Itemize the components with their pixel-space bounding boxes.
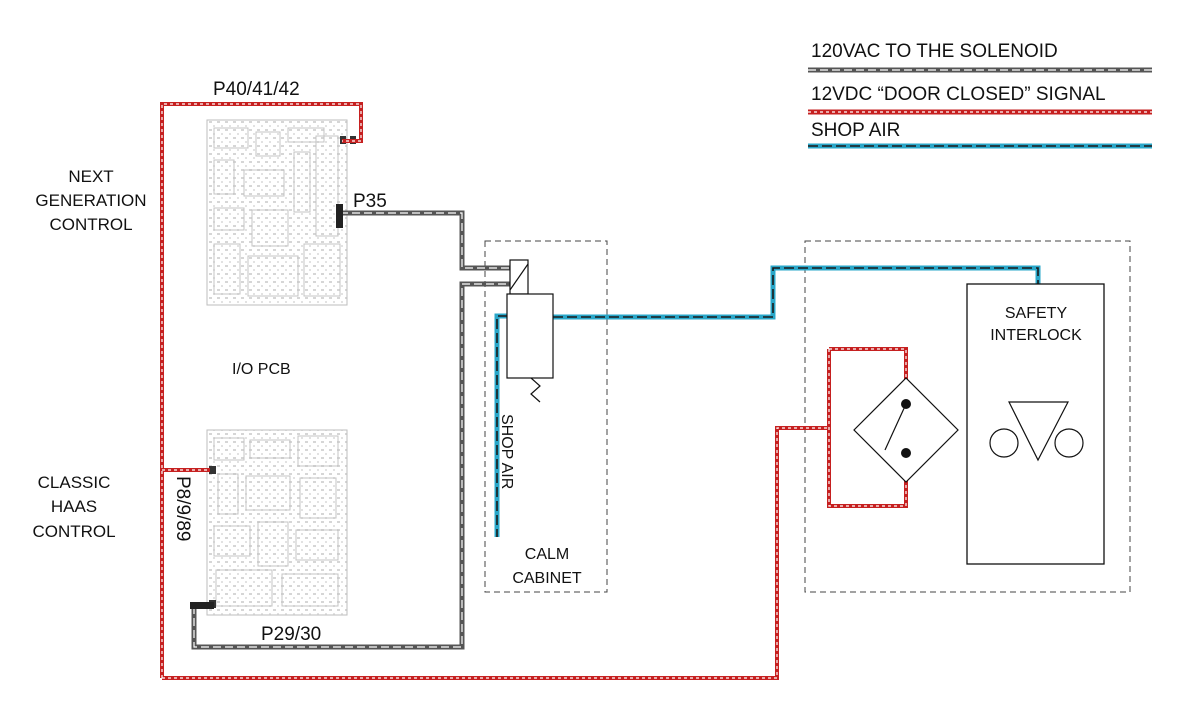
p29-connector-label: P29/30 xyxy=(261,624,321,645)
next-gen-line2: GENERATION xyxy=(35,191,146,210)
next-gen-line3: CONTROL xyxy=(49,215,132,234)
io-pcb-label: I/O PCB xyxy=(232,361,291,378)
p35-connector-label: P35 xyxy=(353,191,387,212)
classic-line2: HAAS xyxy=(51,497,97,516)
classic-line1: CLASSIC xyxy=(38,473,111,492)
solenoid-valve xyxy=(506,259,554,403)
classic-line3: CONTROL xyxy=(32,522,115,541)
interlock-enclosure xyxy=(804,240,1131,593)
calm-cabinet-line1: CALM xyxy=(525,546,569,563)
next-gen-line1: NEXT xyxy=(68,167,113,186)
calm-cabinet-enclosure xyxy=(484,240,608,593)
ac-solenoid-wire xyxy=(190,204,510,650)
legend-dc-label: 12VDC “DOOR CLOSED” SIGNAL xyxy=(811,84,1106,105)
safety-interlock-line2: INTERLOCK xyxy=(990,327,1082,344)
shop-air-vertical-label: SHOP AIR xyxy=(498,414,515,489)
legend-ac-label: 120VAC TO THE SOLENOID xyxy=(811,41,1058,62)
classic-pcb-board xyxy=(206,429,348,616)
safety-interlock-line1: SAFETY xyxy=(1005,305,1068,322)
safety-interlock-box xyxy=(966,283,1105,565)
calm-cabinet-line2: CABINET xyxy=(512,570,582,587)
interlock-symbol xyxy=(989,401,1084,462)
p8-connector-label: P8/9/89 xyxy=(172,476,193,542)
p40-connector-label: P40/41/42 xyxy=(213,79,300,100)
dc-signal-wire xyxy=(160,102,908,680)
shop-air-line xyxy=(494,265,1041,537)
door-switch xyxy=(853,377,959,483)
legend-air-label: SHOP AIR xyxy=(811,120,900,141)
io-pcb-board xyxy=(206,119,356,306)
legend: 120VAC TO THE SOLENOID 12VDC “DOOR CLOSE… xyxy=(808,41,1152,149)
